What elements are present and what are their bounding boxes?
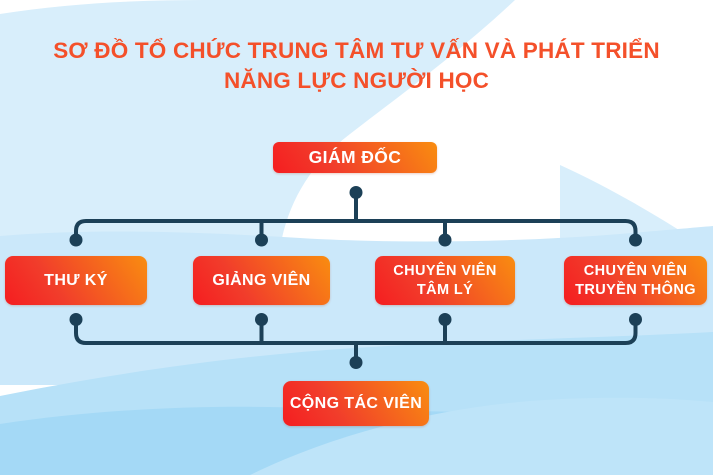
org-node-truyen-thong-line1: CHUYÊN VIÊN	[583, 262, 688, 279]
dot-root	[349, 186, 363, 199]
org-node-giam-doc-label: GIÁM ĐỐC	[308, 147, 402, 167]
dot-top-truyen-thong	[629, 233, 642, 247]
dot-bottom-tam-ly	[438, 313, 452, 326]
org-node-giang-vien: GIẢNG VIÊN	[193, 256, 330, 305]
page-title: SƠ ĐỒ TỔ CHỨC TRUNG TÂM TƯ VẤN VÀ PHÁT T…	[0, 36, 713, 96]
page-title-line1: SƠ ĐỒ TỔ CHỨC TRUNG TÂM TƯ VẤN VÀ PHÁT T…	[53, 38, 660, 63]
org-node-chuyen-vien-tam-ly: CHUYÊN VIÊN TÂM LÝ	[375, 256, 515, 305]
dot-top-giang-vien	[255, 233, 268, 247]
org-node-giam-doc: GIÁM ĐỐC	[273, 142, 437, 173]
dot-bottom-truyen-thong	[629, 313, 642, 326]
dot-cong-tac-vien	[349, 356, 363, 369]
org-node-giang-vien-label: GIẢNG VIÊN	[212, 271, 311, 289]
org-node-chuyen-vien-truyen-thong: CHUYÊN VIÊN TRUYỀN THÔNG	[564, 256, 707, 305]
dot-bottom-thu-ky	[69, 313, 83, 326]
connector-top-rail	[74, 219, 638, 243]
page-title-line2: NĂNG LỰC NGƯỜI HỌC	[223, 68, 490, 93]
org-node-truyen-thong-line2: TRUYỀN THÔNG	[575, 281, 696, 298]
org-node-thu-ky: THƯ KÝ	[5, 256, 147, 305]
dot-top-thu-ky	[69, 233, 83, 247]
connector-bottom-rail	[74, 318, 638, 345]
dot-bottom-giang-vien	[255, 313, 268, 326]
wave-bottom-right-light	[250, 397, 713, 475]
org-node-cong-tac-vien: CỘNG TÁC VIÊN	[283, 381, 429, 426]
dot-top-tam-ly	[438, 233, 452, 247]
org-node-thu-ky-label: THƯ KÝ	[44, 271, 108, 289]
org-node-tam-ly-line2: TÂM LÝ	[416, 281, 474, 298]
org-node-tam-ly-line1: CHUYÊN VIÊN	[393, 262, 497, 279]
org-node-cong-tac-vien-label: CỘNG TÁC VIÊN	[289, 394, 423, 412]
